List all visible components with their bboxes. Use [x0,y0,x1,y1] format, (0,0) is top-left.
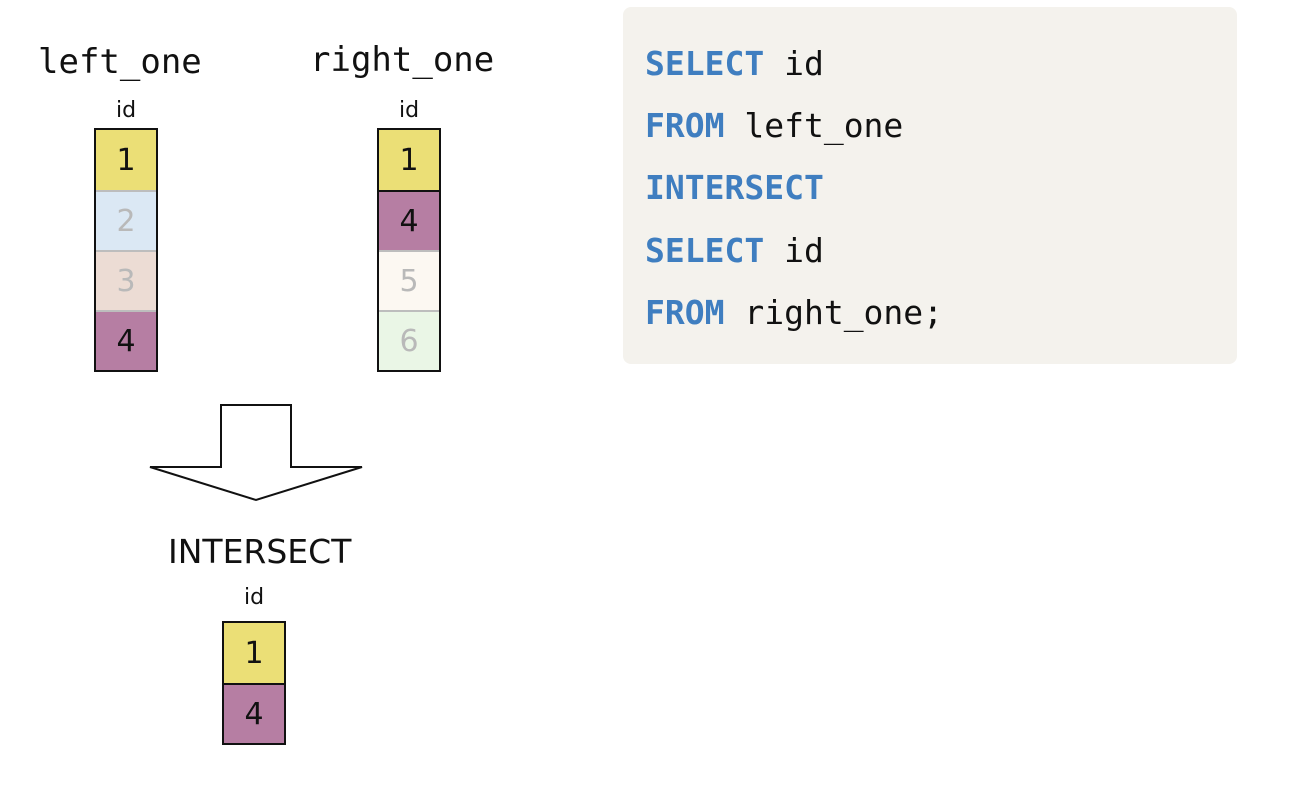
left-table-title: left_one [38,42,202,82]
down-arrow-icon [149,404,363,502]
result-table-column-header: id [243,585,265,610]
intersect-diagram: left_one id 1 2 3 4 right_one id 1 4 5 6… [0,0,600,808]
sql-keyword: SELECT [645,231,765,270]
left-table-cell: 4 [96,310,156,370]
sql-keyword: FROM [645,293,725,332]
sql-text: left_one [724,106,904,145]
sql-text: right_one; [724,293,944,332]
result-table-cell: 4 [224,683,284,743]
left-table-cell: 2 [96,190,156,250]
left-table-cell: 1 [96,130,156,190]
left-table-column: 1 2 3 4 [94,128,158,372]
right-table-cell: 5 [379,250,439,310]
sql-keyword: INTERSECT [645,168,824,207]
right-table-column: 1 4 5 6 [377,128,441,372]
code-line: SELECT id [645,44,824,83]
right-table-title: right_one [310,40,495,80]
sql-keyword: SELECT [645,44,765,83]
right-table-cell: 4 [379,190,439,250]
code-line: FROM right_one; [645,293,943,332]
left-table-cell: 3 [96,250,156,310]
code-line: SELECT id [645,231,824,270]
sql-text: id [764,231,824,270]
result-table-title: INTERSECT [168,532,352,571]
sql-code-block: SELECT id FROM left_one INTERSECT SELECT… [623,7,1237,364]
right-table-cell: 1 [379,130,439,190]
right-table-column-header: id [398,98,420,123]
sql-keyword: FROM [645,106,725,145]
result-table-cell: 1 [224,623,284,683]
sql-text: id [764,44,824,83]
code-line: INTERSECT [645,168,824,207]
left-table-column-header: id [115,98,137,123]
result-table-column: 1 4 [222,621,286,745]
right-table-cell: 6 [379,310,439,370]
code-line: FROM left_one [645,106,903,145]
